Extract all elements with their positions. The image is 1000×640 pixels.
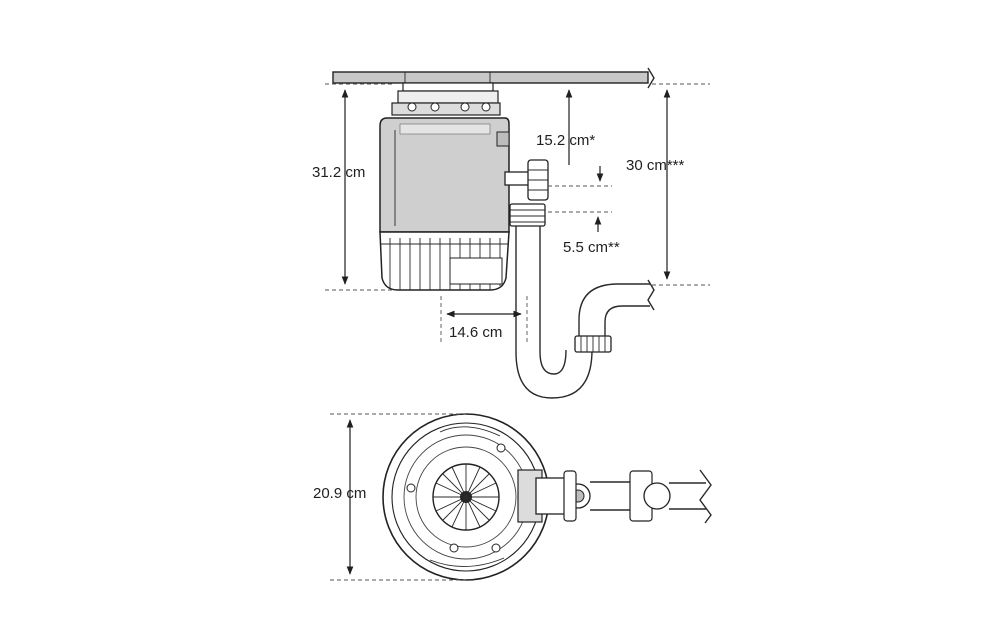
mounting-assembly [391,82,501,116]
depth-dimension: 20.9 cm [313,413,466,581]
grinding-plate [432,463,500,531]
outlet-offset-label: 5.5 cm** [563,239,620,256]
depth-label: 20.9 cm [313,485,366,502]
inlet-offset-dimension: 15.2 cm* [536,89,612,187]
discharge-pipe [504,159,549,352]
horizontal-offset-label: 14.6 cm [449,324,502,341]
top-view-discharge [517,469,630,523]
height-dimension: 31.2 cm [312,83,392,291]
horizontal-offset-dimension: 14.6 cm [440,296,528,345]
top-view-trap [629,469,712,524]
disposer-base [379,231,510,291]
side-view: 31.2 cm 15.2 cm* 5.5 cm** 30 cm*** [312,67,710,399]
drain-height-label: 30 cm*** [626,157,685,174]
p-trap [515,279,655,399]
inlet-offset-label: 15.2 cm* [536,132,595,149]
disposer-body [379,117,510,233]
height-label: 31.2 cm [312,164,365,181]
outlet-offset-dimension: 5.5 cm** [548,211,620,256]
top-view: 20.9 cm [313,413,712,581]
drain-height-dimension: 30 cm*** [626,83,710,286]
